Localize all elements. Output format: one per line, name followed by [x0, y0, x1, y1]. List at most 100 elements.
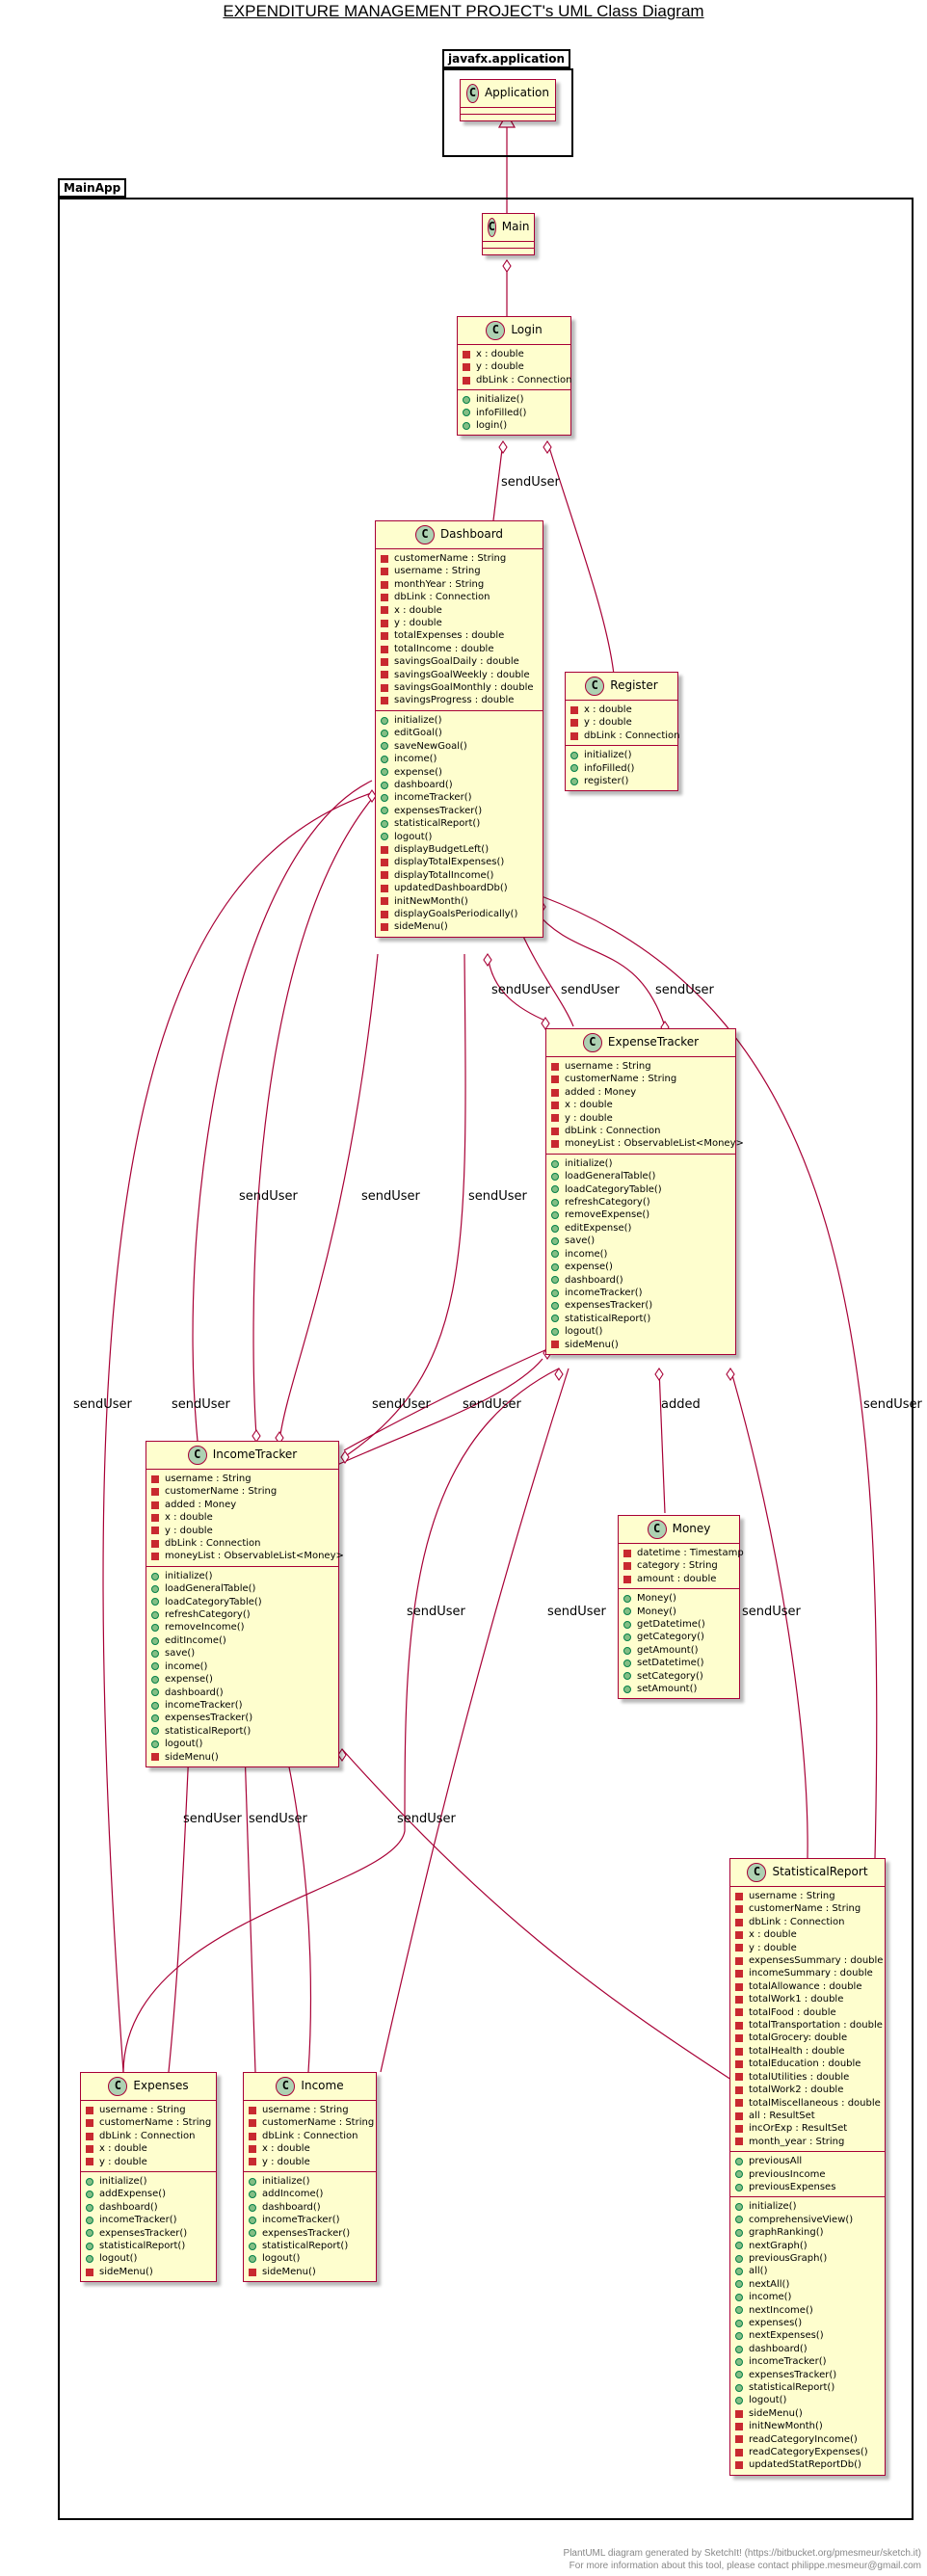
class-method: dashboard()	[381, 779, 539, 791]
public-visibility-icon	[551, 1327, 559, 1336]
private-visibility-icon	[551, 1140, 559, 1149]
class-field: x : double	[381, 604, 539, 617]
class-methods: initialize()addExpense()dashboard()incom…	[81, 2172, 216, 2281]
public-visibility-icon	[570, 777, 578, 785]
member-text: infoFilled()	[476, 407, 527, 418]
class-method: Money()	[623, 1592, 735, 1605]
class-field: totalExpenses : double	[381, 629, 539, 642]
private-visibility-icon	[381, 671, 388, 679]
member-text: logout()	[565, 1326, 603, 1338]
edge-label-dashboard-income: sendUser	[172, 1397, 230, 1412]
class-method: graphRanking()	[735, 2226, 881, 2239]
member-text: incomeTracker()	[165, 1699, 243, 1711]
public-visibility-icon	[86, 2255, 93, 2264]
class-empty-body	[483, 249, 534, 254]
member-text: totalExpenses : double	[394, 630, 505, 642]
private-visibility-icon	[381, 683, 388, 692]
private-visibility-icon	[381, 606, 388, 615]
private-visibility-icon	[381, 568, 388, 576]
class-field: dbLink : Connection	[86, 2130, 212, 2142]
class-method: statisticalReport()	[86, 2240, 212, 2252]
public-visibility-icon	[86, 2216, 93, 2224]
member-text: amount : double	[637, 1573, 717, 1584]
class-method: infoFilled()	[463, 407, 567, 419]
edge-dashboard-incometracker-2	[346, 953, 466, 1456]
member-text: displayGoalsPeriodically()	[394, 908, 518, 919]
class-field: incomeSummary : double	[735, 1967, 881, 1979]
member-text: totalWork2 : double	[749, 2085, 844, 2096]
class-method: initialize()	[151, 1570, 334, 1582]
member-text: expenses()	[749, 2318, 803, 2328]
member-text: login()	[476, 420, 508, 432]
class-empty-body	[461, 115, 555, 120]
class-name: Dashboard	[439, 527, 504, 542]
class-method: loadGeneralTable()	[151, 1582, 334, 1595]
class-method: income()	[735, 2291, 881, 2303]
member-text: initialize()	[584, 750, 632, 761]
private-visibility-icon	[381, 845, 388, 854]
public-visibility-icon	[151, 1662, 159, 1671]
edge-dashboard-expensetracker-1	[487, 953, 548, 1022]
member-text: graphRanking()	[749, 2227, 824, 2239]
class-field: customerName : String	[551, 1073, 731, 1085]
private-visibility-icon	[249, 2132, 256, 2140]
edge-label-dashboard-expensetracker-3: sendUser	[655, 983, 714, 997]
member-text: y : double	[262, 2156, 310, 2167]
member-text: statisticalReport()	[749, 2382, 835, 2394]
private-visibility-icon	[381, 619, 388, 627]
member-text: totalMiscellaneous : double	[749, 2097, 881, 2109]
class-field: all : ResultSet	[735, 2110, 881, 2122]
class-method: expense()	[151, 1673, 334, 1686]
private-visibility-icon	[735, 1944, 743, 1952]
edge-expensetracker-statisticalreport	[729, 1368, 808, 1859]
member-text: previousAll	[749, 2156, 803, 2167]
private-visibility-icon	[735, 1930, 743, 1939]
member-text: added : Money	[165, 1499, 237, 1510]
private-visibility-icon	[86, 2106, 93, 2114]
member-text: initialize()	[394, 714, 442, 726]
member-text: initialize()	[99, 2176, 147, 2188]
private-visibility-icon	[735, 2073, 743, 2082]
edge-dashboard-expensetracker-3	[534, 910, 666, 1027]
private-visibility-icon	[735, 2448, 743, 2456]
member-text: dbLink : Connection	[262, 2130, 358, 2141]
private-visibility-icon	[151, 1513, 159, 1522]
member-text: incomeTracker()	[749, 2356, 827, 2368]
member-text: logout()	[99, 2253, 138, 2265]
public-visibility-icon	[151, 1701, 159, 1710]
private-visibility-icon	[570, 731, 578, 740]
public-visibility-icon	[381, 819, 388, 828]
member-text: username : String	[394, 566, 481, 577]
member-text: savingsGoalWeekly : double	[394, 669, 530, 680]
class-method: sideMenu()	[381, 920, 539, 933]
class-field: dbLink : Connection	[151, 1537, 334, 1550]
class-field: dbLink : Connection	[570, 730, 679, 742]
member-text: editIncome()	[165, 1634, 226, 1646]
member-text: dashboard()	[165, 1686, 224, 1698]
member-text: sideMenu()	[99, 2266, 153, 2277]
private-visibility-icon	[735, 2085, 743, 2094]
class-field: y : double	[381, 617, 539, 629]
public-visibility-icon	[151, 1649, 159, 1658]
member-text: getAmount()	[637, 1644, 699, 1656]
class-field: x : double	[249, 2142, 372, 2155]
member-text: totalGrocery: double	[749, 2032, 848, 2044]
class-method: expensesTracker()	[381, 805, 539, 817]
class-field: incOrExp : ResultSet	[735, 2122, 881, 2135]
class-field: x : double	[86, 2142, 212, 2155]
member-text: logout()	[749, 2395, 787, 2406]
member-text: dbLink : Connection	[584, 730, 680, 741]
class-field: username : String	[249, 2104, 372, 2116]
class-field: username : String	[86, 2104, 212, 2116]
aggregation-diamond	[498, 440, 508, 454]
member-text: saveNewGoal()	[394, 740, 467, 752]
class-field: dbLink : Connection	[551, 1125, 731, 1137]
private-visibility-icon	[570, 719, 578, 728]
class-field: savingsGoalWeekly : double	[381, 669, 539, 681]
aggregation-diamond	[726, 1368, 735, 1381]
class-method: expensesTracker()	[249, 2227, 372, 2240]
